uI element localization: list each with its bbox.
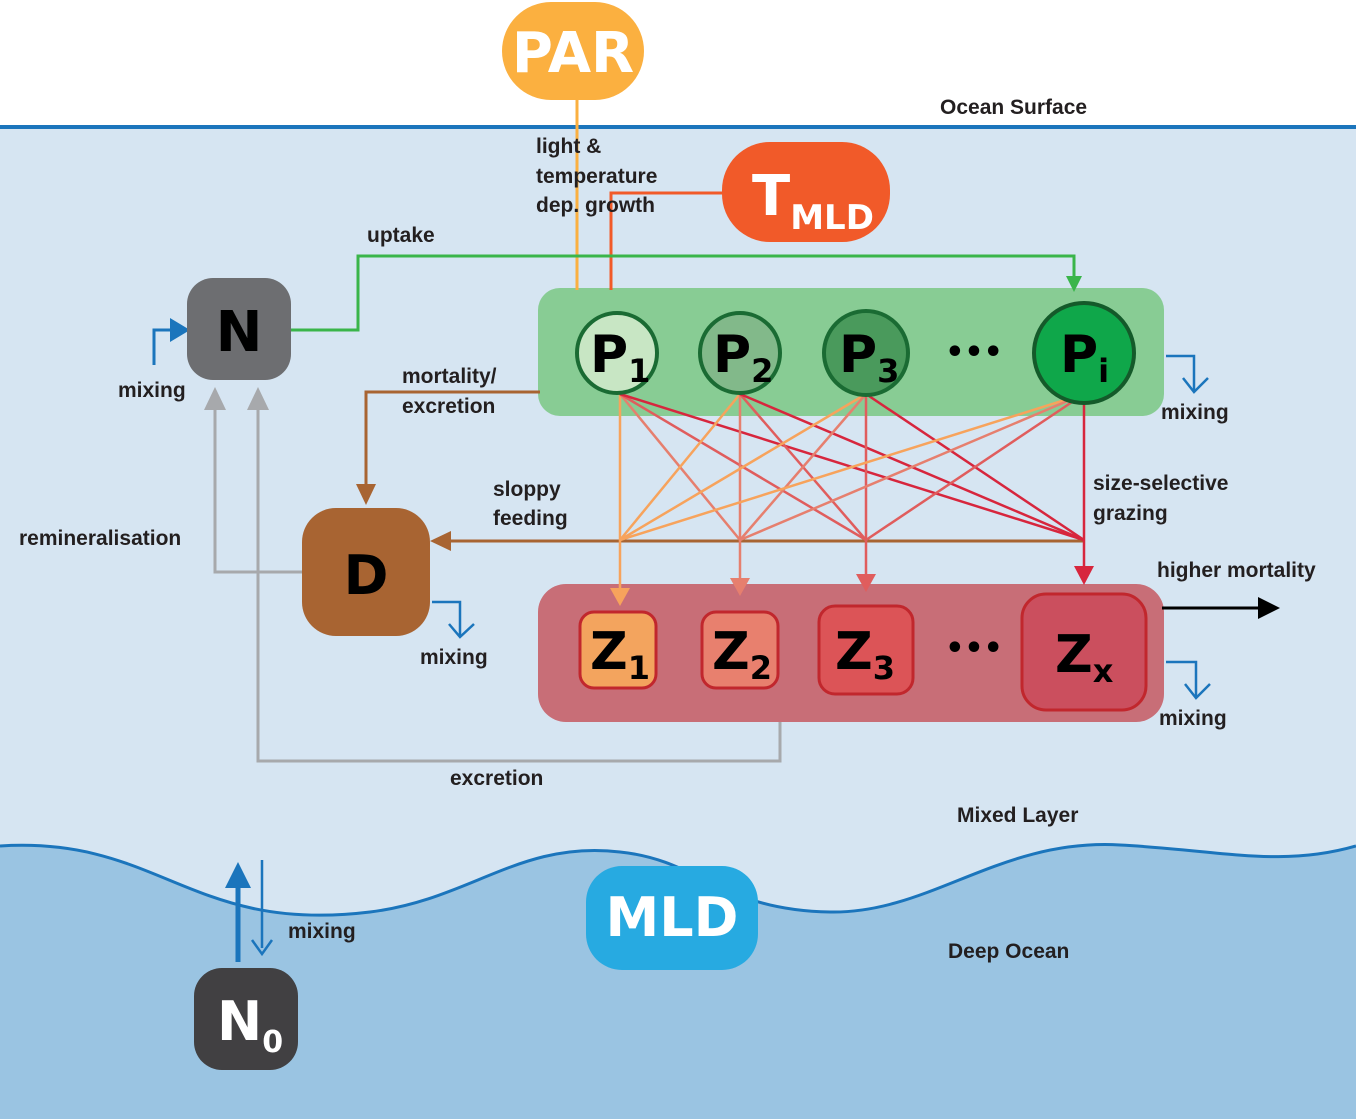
ocean-surface-label: Ocean Surface: [940, 96, 1087, 119]
mixing-n-label: mixing: [118, 379, 186, 402]
par-node: [502, 2, 644, 100]
n0-node: [194, 968, 298, 1070]
grazing-links: [618, 392, 1086, 590]
zoo-label-x: Zx: [1055, 625, 1114, 690]
remineralisation-arrow: [213, 400, 304, 574]
phyto-label-1: P1: [590, 325, 650, 390]
light-temp-label-1: light &: [536, 135, 601, 158]
mixing-p-label: mixing: [1161, 401, 1229, 424]
excretion-arrowhead: [247, 387, 269, 410]
mortality-arrowhead: [356, 484, 376, 505]
phyto-label-2: P2: [713, 325, 773, 390]
sloppy-feeding-arrowhead: [430, 531, 451, 551]
mixing-deep-down-arrowhead: [250, 939, 274, 957]
sloppy-feeding-label-1: sloppy: [493, 478, 561, 501]
zoo-label-3: Z3: [835, 622, 895, 687]
phyto-node-i: [1032, 301, 1136, 405]
light-temp-label-3: dep. growth: [536, 194, 655, 217]
higher-mortality-label: higher mortality: [1157, 559, 1316, 582]
zoo-node-2: [700, 610, 780, 690]
zoo-label-2: Z2: [712, 622, 772, 687]
grazing-arrowhead-z3: [856, 574, 876, 592]
n0-label: N0: [217, 990, 283, 1060]
par-label: PAR: [512, 21, 634, 86]
mixing-n-arrowhead: [170, 318, 190, 342]
phyto-node-1: [575, 311, 659, 395]
grazing-arrowhead-z2: [730, 578, 750, 596]
deep-ocean-label: Deep Ocean: [948, 940, 1069, 963]
phyto-node-2: [698, 311, 782, 395]
mortality-arrow: [364, 390, 540, 490]
mortality-label-1: mortality/: [402, 365, 497, 388]
tmld-label: TMLD: [752, 164, 874, 238]
higher-mortality-arrowhead: [1258, 597, 1280, 619]
nutrient-label: N: [216, 300, 263, 365]
mixing-p-arrow: [1166, 354, 1209, 394]
grazing-arrowhead-zx: [1074, 566, 1094, 585]
remineralisation-arrowhead: [204, 387, 226, 410]
uptake-arrow: [290, 254, 1076, 332]
nutrient-node: [187, 278, 291, 380]
mixed-layer-label: Mixed Layer: [957, 804, 1078, 827]
mixing-z-arrow: [1166, 660, 1211, 700]
sloppy-feeding-label-2: feeding: [493, 507, 568, 530]
excretion-arrow: [256, 400, 782, 763]
detritus-label: D: [344, 544, 389, 607]
mixing-d-label: mixing: [420, 646, 488, 669]
mixing-deep-label: mixing: [288, 920, 356, 943]
zoo-ellipsis: •••: [945, 631, 1003, 666]
tmld-node: [722, 142, 890, 242]
phyto-ellipsis: •••: [945, 335, 1003, 370]
mld-node: [586, 866, 758, 970]
mortality-label-2: excretion: [402, 395, 495, 418]
grazing-arrowhead-z1: [610, 588, 630, 606]
mixing-d-arrow: [432, 600, 475, 639]
light-temp-label-2: temperature: [536, 165, 657, 188]
mixing-n-arrow: [152, 328, 176, 365]
grazing-label-2: grazing: [1093, 502, 1168, 525]
phyto-label-3: P3: [839, 325, 899, 390]
detritus-node: [302, 508, 430, 636]
mixing-deep-up-arrowhead: [225, 862, 251, 888]
remineralisation-label: remineralisation: [19, 527, 181, 550]
mld-label: MLD: [606, 886, 739, 949]
deep-ocean-background: [0, 844, 1356, 1119]
tmld-link: [609, 191, 724, 290]
phyto-label-i: Pi: [1060, 325, 1109, 390]
zoo-node-x: [1020, 592, 1148, 712]
phyto-node-3: [822, 309, 910, 397]
excretion-label: excretion: [450, 767, 543, 790]
mixing-z-label: mixing: [1159, 707, 1227, 730]
grazing-label-1: size-selective: [1093, 472, 1228, 495]
zoo-node-3: [817, 604, 915, 696]
zoo-node-1: [578, 610, 658, 690]
zoo-label-1: Z1: [590, 622, 650, 687]
uptake-arrowhead: [1066, 276, 1082, 292]
uptake-label: uptake: [367, 224, 435, 247]
